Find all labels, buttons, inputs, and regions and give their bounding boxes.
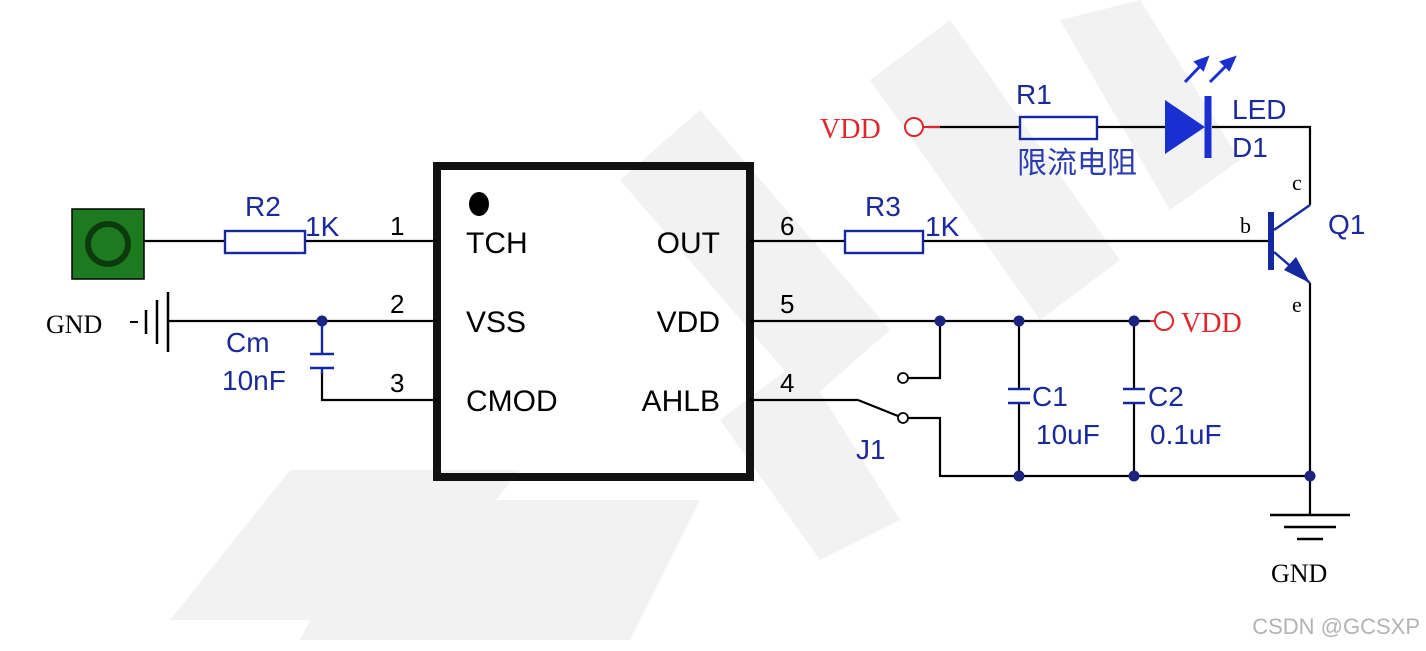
c1-label: C1 xyxy=(1032,381,1068,412)
r3-label: R3 xyxy=(865,191,901,222)
pin1-marker xyxy=(469,192,489,216)
q1-base-label: b xyxy=(1240,213,1251,238)
pin-number-5: 5 xyxy=(780,289,794,319)
r2-label: R2 xyxy=(245,191,281,222)
led-ref-label: D1 xyxy=(1232,132,1268,163)
capacitor-c1 xyxy=(1008,387,1030,405)
capacitor-c2 xyxy=(1123,387,1145,405)
pin-number-4: 4 xyxy=(780,368,794,398)
led-type-label: LED xyxy=(1232,94,1286,125)
j1-label: J1 xyxy=(856,434,886,465)
jumper-j1 xyxy=(857,372,909,424)
pin-number-6: 6 xyxy=(780,211,794,241)
watermark-text: CSDN @GCSXP xyxy=(1252,614,1420,639)
r2-value: 1K xyxy=(305,211,340,242)
c1-value: 10uF xyxy=(1036,419,1100,450)
r1-description: 限流电阻 xyxy=(1017,147,1137,180)
c2-value: 0.1uF xyxy=(1150,419,1222,450)
gnd-symbol-left xyxy=(130,292,170,352)
q1-emitter-label: e xyxy=(1292,292,1302,317)
pin-number-3: 3 xyxy=(390,368,404,398)
resistor-r1 xyxy=(1018,115,1099,141)
transistor-q1 xyxy=(1268,204,1311,284)
cm-value: 10nF xyxy=(222,365,286,396)
pin-name-tch: TCH xyxy=(466,227,528,260)
pin-name-cmod: CMOD xyxy=(466,385,558,418)
q1-collector-label: c xyxy=(1292,170,1302,195)
pin-number-1: 1 xyxy=(390,211,404,241)
vdd-terminal-top xyxy=(904,117,940,137)
pin-name-vdd: VDD xyxy=(657,306,720,339)
pin-name-ahlb: AHLB xyxy=(642,385,720,418)
led-d1 xyxy=(1165,55,1237,158)
q1-label: Q1 xyxy=(1328,209,1365,240)
touch-pad xyxy=(71,208,145,280)
junction-dots xyxy=(316,315,1316,482)
c2-label: C2 xyxy=(1148,381,1184,412)
resistor-r3 xyxy=(843,229,925,255)
vdd-net-label-right: VDD xyxy=(1181,308,1242,339)
gnd-symbol-right xyxy=(1270,513,1350,541)
gnd-net-label-right: GND xyxy=(1271,559,1327,588)
pin-number-2: 2 xyxy=(390,289,404,319)
vdd-terminal-right xyxy=(1150,311,1174,331)
cm-label: Cm xyxy=(226,327,270,358)
background-watermark xyxy=(170,0,1240,640)
gnd-net-label-left: GND xyxy=(46,310,102,339)
resistor-r2 xyxy=(223,229,307,255)
pin-name-out: OUT xyxy=(657,227,720,260)
capacitor-cm xyxy=(310,321,334,374)
vdd-net-label-top: VDD xyxy=(820,114,881,145)
r1-label: R1 xyxy=(1016,79,1052,110)
pin-name-vss: VSS xyxy=(466,306,526,339)
r3-value: 1K xyxy=(925,211,960,242)
